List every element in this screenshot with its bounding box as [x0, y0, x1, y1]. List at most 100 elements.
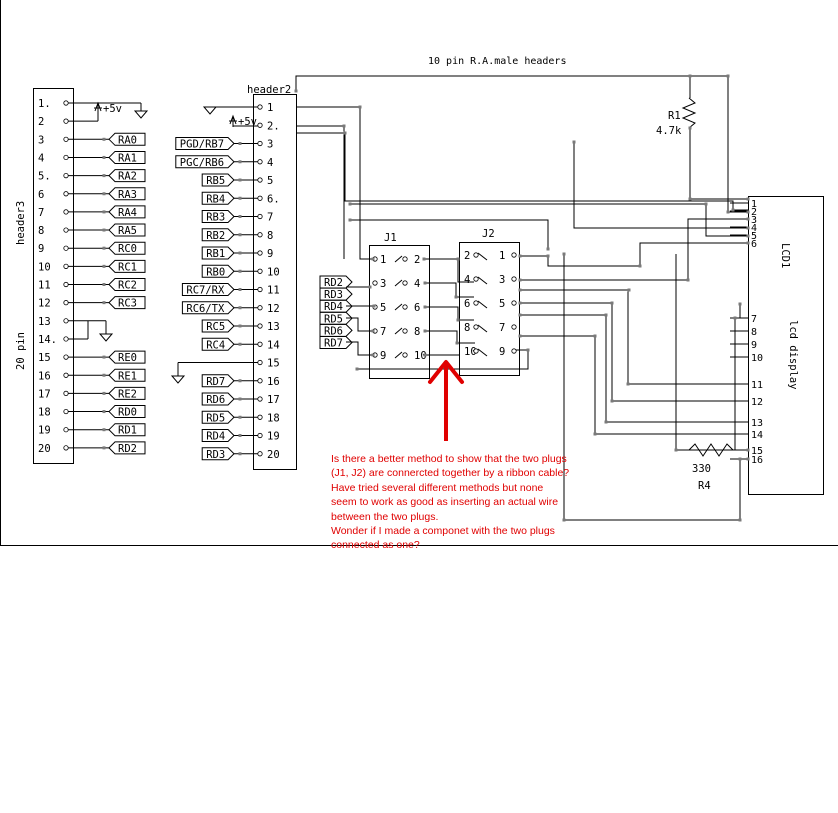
header2-joint-12 — [238, 306, 242, 310]
j2-pin-6-ring — [473, 300, 479, 306]
header2-pin-5-ring — [257, 177, 263, 183]
header2-joint-5 — [238, 178, 242, 182]
header3-net-RA0-tag-outline — [108, 132, 146, 146]
header2-supply-label: +5v — [238, 116, 257, 128]
header2-net-RD6-tag: RD6 — [201, 392, 235, 406]
header3-pin-12: 12 — [38, 298, 51, 310]
header2-pin-15-ring — [257, 359, 263, 366]
wire-joint-29 — [604, 420, 608, 424]
wire-segment-10 — [573, 142, 747, 229]
header2-net-RB2-tag-outline — [201, 228, 235, 242]
wire-segment-17 — [520, 302, 748, 402]
header3-pin-9: 9 — [38, 243, 44, 255]
header3-joint-3 — [102, 137, 106, 141]
j1-pin-10: 10 — [414, 350, 427, 362]
header2-net-RB3-tag-outline — [201, 210, 235, 223]
lcd1-pin-10: 10 — [751, 353, 763, 364]
header3-net-RC2-tag-outline — [108, 278, 146, 291]
wire-joint-54 — [372, 304, 376, 308]
header2-net-PGD-RB7-tag-outline — [175, 137, 235, 150]
wire-joint-31 — [674, 448, 678, 452]
header2-net-RC7-RX-tag: RC7/RX — [181, 283, 235, 297]
header3-net-RD2-tag-outline — [108, 441, 146, 455]
header3-pin-7: 7 — [38, 207, 44, 219]
header3-pin-20-ring — [63, 445, 69, 451]
wire-joint-13 — [746, 226, 750, 230]
header2-net-RD6-tag-label: RD6 — [206, 394, 225, 406]
j1-net-RD4-tag: RD4 — [319, 299, 353, 313]
header3-net-RA5-tag-outline — [108, 223, 146, 237]
header2-net-RD5-tag: RD5 — [201, 410, 235, 424]
header3-supply-label: +5v — [103, 103, 122, 115]
lcd1-pin-14: 14 — [751, 430, 763, 441]
header2-body — [253, 94, 297, 470]
header2-joint-16 — [238, 379, 242, 383]
header2-joint-11 — [238, 288, 242, 291]
header3-net-RD1-tag-label: RD1 — [118, 425, 137, 437]
wire-joint-32 — [746, 448, 750, 452]
j1-net-RD4-tag-outline — [319, 299, 353, 313]
header2-net-RC5-tag-outline — [201, 319, 235, 333]
header3-pin-7-ring — [63, 209, 69, 215]
header3-net-RE2-tag-label: RE2 — [118, 388, 137, 400]
header2-net-RD4-tag-outline — [201, 429, 235, 442]
header3-net-RC3-tag-label: RC3 — [118, 298, 137, 310]
wire-segment-4 — [295, 75, 748, 213]
header2-pin-5: 5 — [267, 175, 273, 187]
j1-pin-8-ring — [402, 328, 408, 334]
j2-pin-5-ring — [511, 300, 517, 306]
header2-net-RB4-tag: RB4 — [201, 191, 235, 205]
header3-pin-18: 18 — [38, 407, 51, 419]
j1-net-RD7-tag-label: RD7 — [324, 338, 343, 350]
j1-pair-mark-3 — [394, 303, 403, 311]
wire-joint-43 — [454, 295, 458, 299]
header3-net-RC3-tag: RC3 — [108, 296, 146, 310]
j2-pin-4-ring — [473, 276, 479, 282]
diagram-title: 10 pin R.A.male headers — [428, 56, 566, 67]
header2-joint-10 — [238, 269, 242, 273]
header2-pin-8: 8 — [267, 230, 273, 242]
j1-net-RD2-tag-label: RD2 — [324, 277, 343, 289]
header2-plus-symbol — [229, 114, 237, 127]
header3-net-RA0-tag: RA0 — [108, 132, 146, 146]
wire-segment-23 — [425, 330, 475, 344]
header3-net-RD1-tag-outline — [108, 423, 146, 437]
header3-net-RC0-tag-outline — [108, 241, 146, 255]
header2-pin-10-ring — [257, 268, 263, 274]
header3-net-RD0-tag: RD0 — [108, 405, 146, 419]
j1-body — [369, 245, 430, 379]
header2-joint-18 — [238, 415, 242, 419]
header3-net-RC2-tag-label: RC2 — [118, 280, 137, 292]
header2-net-RC7-RX-tag-outline — [181, 283, 235, 296]
j2-pin-3: 3 — [499, 274, 505, 286]
header2-joint-8 — [238, 233, 242, 237]
wire-joint-9 — [726, 210, 730, 214]
header3-pin-16: 16 — [38, 370, 51, 382]
header3-net-RA3-tag-outline — [108, 187, 146, 201]
header3-joint-20 — [102, 446, 106, 450]
header2-net-RD6-tag-outline — [201, 392, 235, 406]
j1-pin-3-ring — [372, 280, 378, 286]
wire-joint-50 — [423, 329, 427, 333]
j1-pair-mark-4 — [394, 327, 403, 335]
j1-pin-8: 8 — [414, 326, 420, 338]
j1-net-RD3-tag-outline — [319, 287, 353, 301]
wire-segment-24 — [346, 341, 373, 356]
wire-joint-7 — [704, 202, 708, 206]
header3-net-RC0-tag-label: RC0 — [118, 243, 137, 255]
lcd1-body — [748, 196, 824, 495]
header3-net-RD2-tag-label: RD2 — [118, 443, 137, 455]
header2-pin-6-ring — [257, 195, 263, 201]
wire-joint-20 — [638, 264, 642, 268]
header2-pin-7: 7 — [267, 212, 273, 224]
j1-pair-mark-1 — [394, 255, 403, 263]
header3-joint-5 — [102, 174, 106, 178]
wire-joint-38 — [358, 105, 362, 109]
header3-joint-12 — [102, 301, 106, 305]
header3-net-RC1-tag: RC1 — [108, 259, 146, 273]
header2-joint-19 — [238, 434, 242, 437]
wire-joint-63 — [593, 334, 597, 338]
header3-net-RA5-tag-label: RA5 — [118, 225, 137, 237]
